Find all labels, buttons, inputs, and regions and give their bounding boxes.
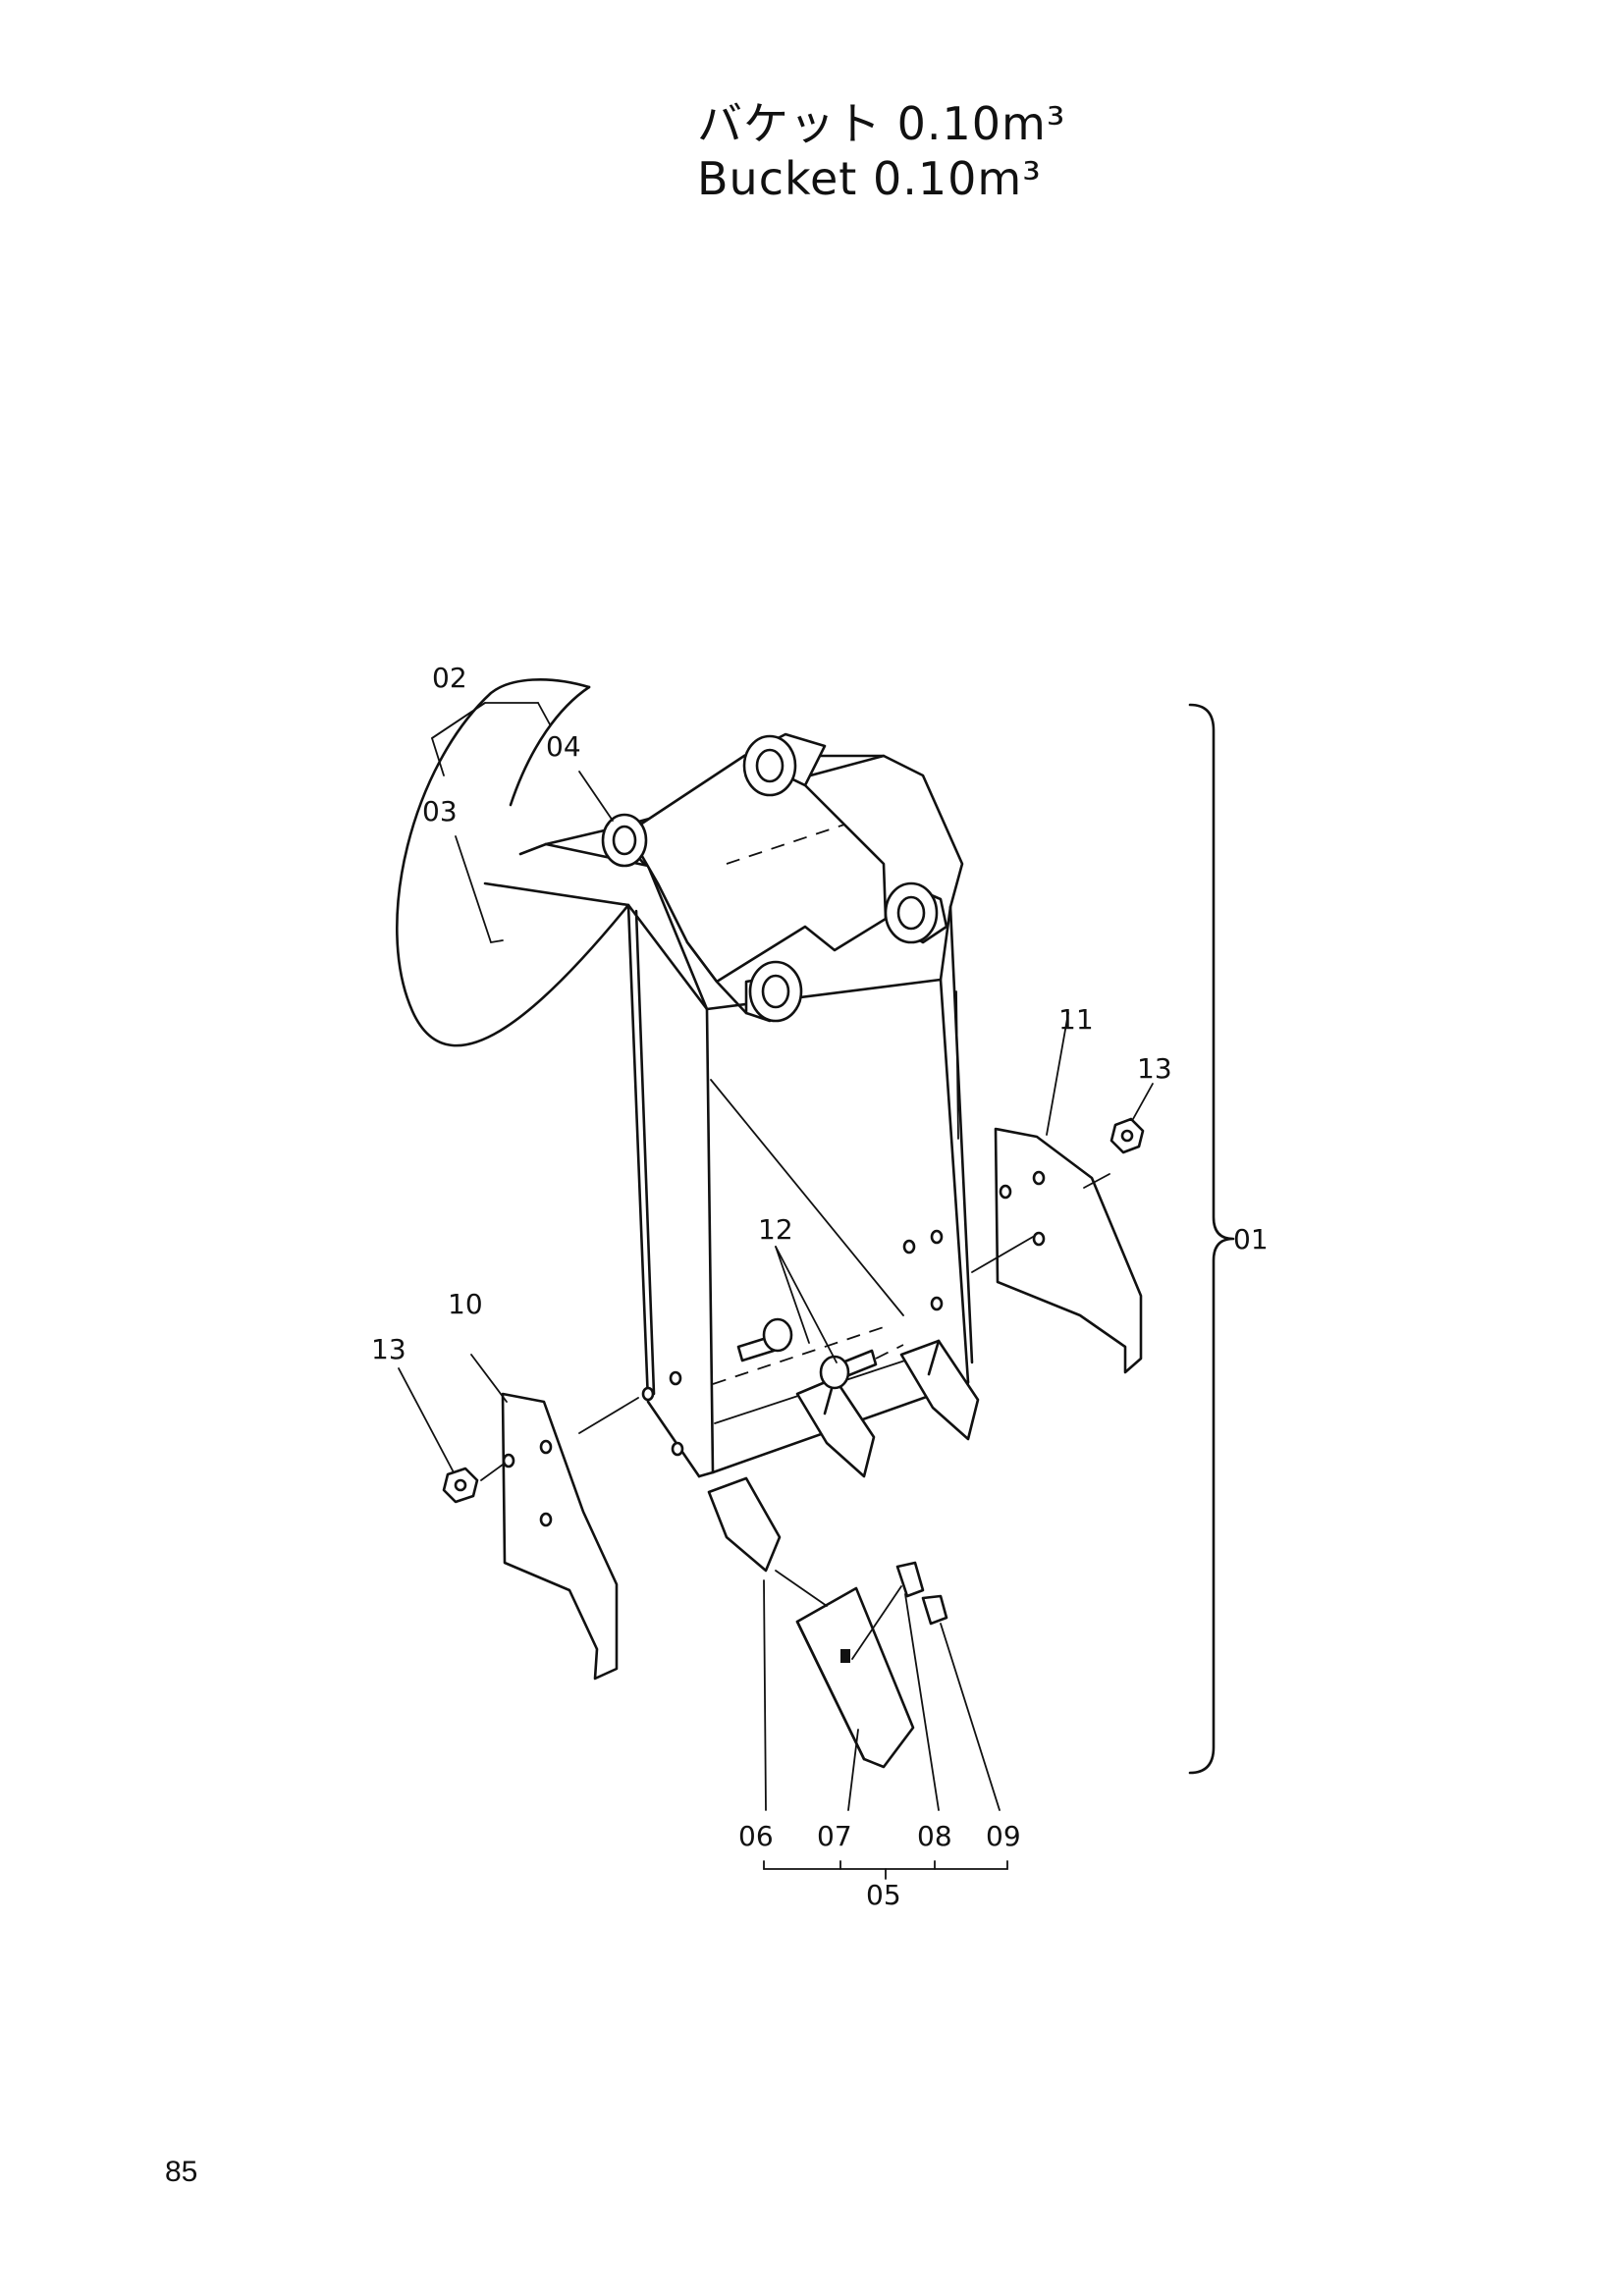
title-japanese: バケット 0.10m³ bbox=[697, 97, 1066, 150]
callout-10: 10 bbox=[448, 1288, 483, 1320]
callout-08: 08 bbox=[917, 1820, 952, 1852]
callout-12: 12 bbox=[758, 1213, 793, 1246]
tooth-left bbox=[707, 1476, 782, 1573]
callout-03: 03 bbox=[422, 795, 458, 828]
callout-05: 05 bbox=[866, 1879, 901, 1911]
callout-13-right: 13 bbox=[1137, 1052, 1172, 1085]
callout-13-left: 13 bbox=[371, 1333, 406, 1365]
callout-06: 06 bbox=[738, 1820, 774, 1852]
leader-lines bbox=[398, 702, 1154, 1880]
tooth-mid bbox=[795, 1376, 876, 1478]
bolts-12 bbox=[736, 1317, 904, 1390]
lock-09 bbox=[921, 1594, 948, 1626]
callout-01: 01 bbox=[1233, 1223, 1269, 1255]
callout-09: 09 bbox=[986, 1820, 1021, 1852]
side-cutter-left bbox=[480, 1392, 639, 1681]
tooth-exploded-parts bbox=[775, 1561, 948, 1769]
callout-04: 04 bbox=[546, 730, 581, 763]
callout-07: 07 bbox=[817, 1820, 852, 1852]
diagram-title: バケット 0.10m³ Bucket 0.10m³ bbox=[697, 96, 1065, 206]
page-number: 85 bbox=[165, 2156, 198, 2188]
side-cutter-right bbox=[971, 1127, 1143, 1374]
callout-02: 02 bbox=[432, 662, 467, 694]
bucket-teeth bbox=[707, 1339, 980, 1573]
nuts-13 bbox=[442, 1117, 1145, 1504]
assembly-brace-01 bbox=[1188, 703, 1235, 1775]
bucket-bracket-assembly bbox=[518, 732, 964, 1023]
pin-08 bbox=[895, 1561, 925, 1598]
title-english: Bucket 0.10m³ bbox=[697, 152, 1042, 205]
callout-labels: 02 04 03 11 13 01 12 10 13 06 07 08 09 0… bbox=[371, 662, 1269, 1911]
callout-11: 11 bbox=[1058, 1003, 1094, 1036]
tooth-right bbox=[899, 1339, 980, 1441]
